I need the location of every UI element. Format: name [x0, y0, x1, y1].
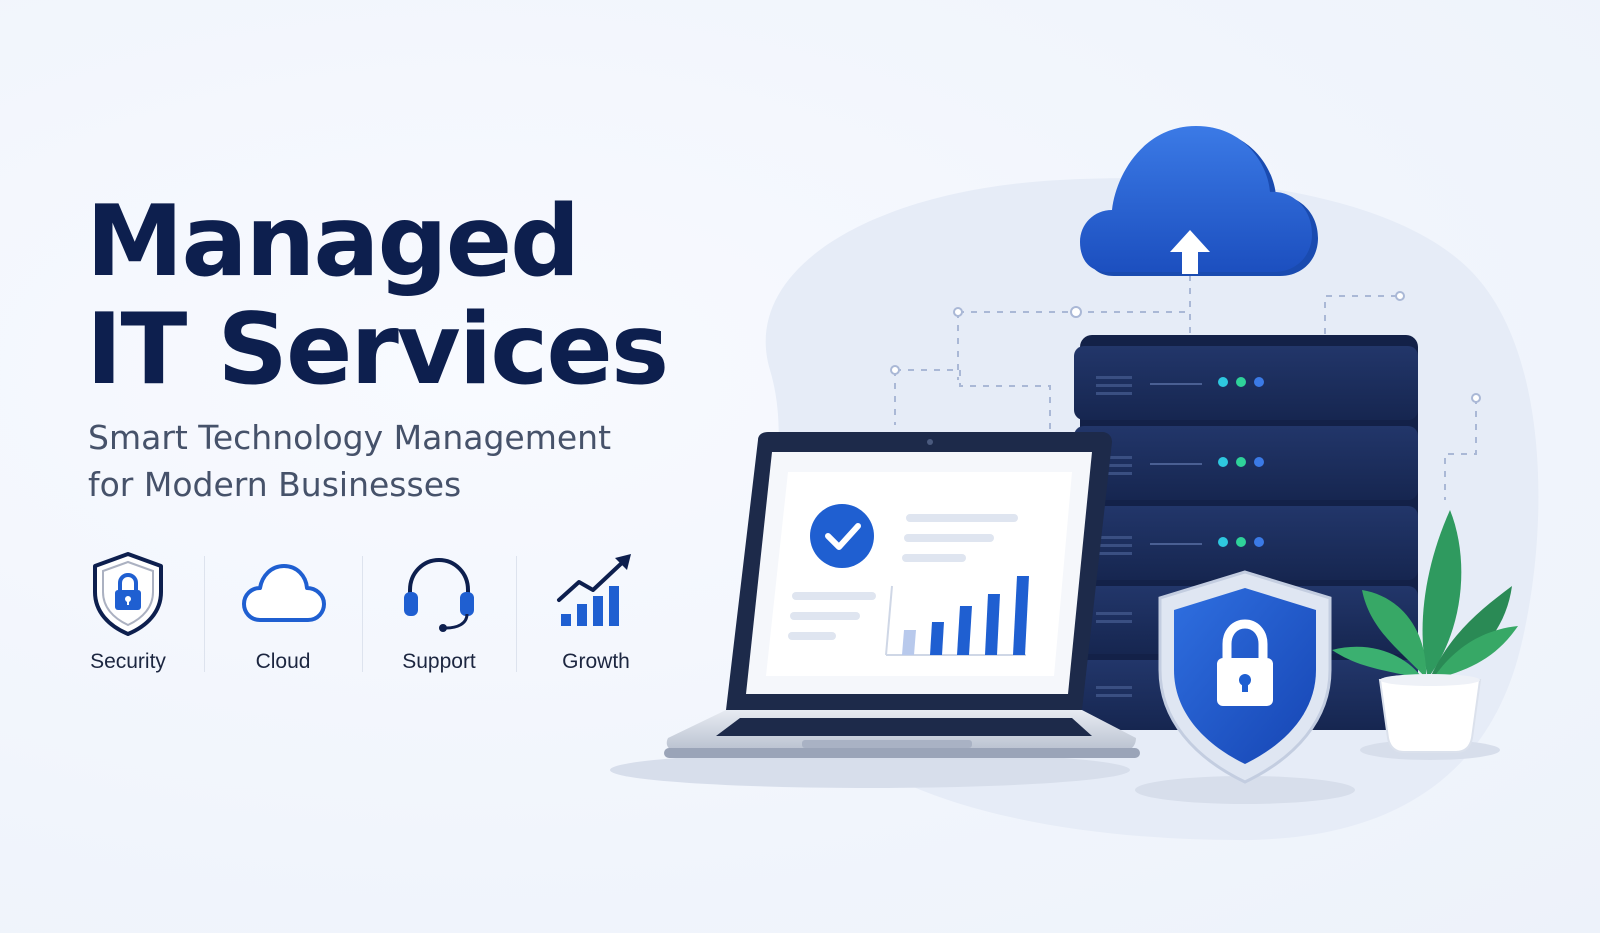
page-subtitle: Smart Technology Management for Modern B…: [88, 414, 611, 508]
feature-label: Security: [90, 650, 166, 673]
plant-pot: [1332, 510, 1518, 760]
feature-growth[interactable]: Growth: [546, 548, 646, 678]
server-unit: [1074, 426, 1418, 500]
cloud-icon: [242, 564, 326, 622]
page-title: Managed IT Services: [86, 185, 669, 407]
feature-list: Security Cloud Support: [78, 548, 638, 678]
server-unit: [1074, 346, 1418, 420]
subtitle-line-2: for Modern Businesses: [88, 465, 462, 504]
feature-label: Growth: [562, 650, 630, 673]
headset-icon: [404, 557, 474, 632]
feature-divider: [516, 556, 517, 672]
title-line-1: Managed: [86, 185, 580, 299]
feature-cloud[interactable]: Cloud: [233, 548, 333, 678]
cloud-upload-icon: [1080, 126, 1318, 276]
feature-security[interactable]: Security: [78, 548, 178, 678]
subtitle-line-1: Smart Technology Management: [88, 418, 612, 457]
feature-divider: [204, 556, 205, 672]
growth-chart-icon: [557, 554, 631, 626]
it-infrastructure-illustration: [610, 126, 1539, 840]
shield-lock-icon: [1135, 570, 1355, 804]
feature-support[interactable]: Support: [389, 548, 489, 678]
feature-divider: [362, 556, 363, 672]
server-unit: [1074, 506, 1418, 580]
check-icon: [810, 504, 874, 568]
shield-lock-icon: [93, 552, 163, 636]
feature-label: Cloud: [255, 650, 311, 673]
network-nodes: [890, 291, 1481, 403]
laptop: [610, 432, 1140, 788]
feature-label: Support: [402, 650, 476, 673]
title-line-2: IT Services: [86, 293, 669, 407]
